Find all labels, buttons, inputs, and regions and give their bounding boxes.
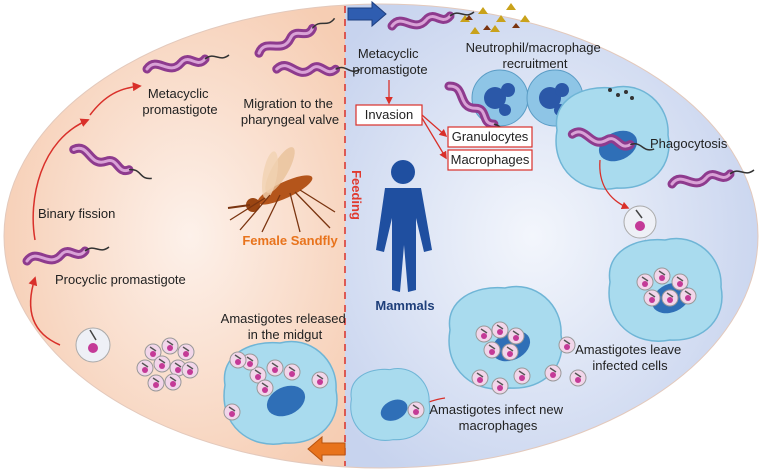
left-metacyclic-label: Metacyclic promastigote	[142, 86, 217, 117]
right-metacyclic-label: Metacyclic promastigote	[352, 46, 427, 77]
binary-fission-label: Binary fission	[38, 206, 115, 221]
phagocytosis-label: Phagocytosis	[650, 136, 728, 151]
phagocytosis-arrow	[599, 159, 630, 210]
cycle-arrow-2	[32, 118, 90, 241]
amastigote-sac-icon-2	[623, 205, 657, 239]
human-icon	[376, 160, 432, 292]
cycle-arrow-3	[89, 82, 142, 116]
female-sandfly-label: Female Sandfly	[242, 233, 338, 248]
granulocytes-label: Granulocytes	[452, 129, 529, 144]
infected-macrophage-icon-2	[608, 237, 723, 342]
amastigotes-leave-label: Amastigotes leave infected cells	[575, 342, 685, 373]
to-granulocytes-arrow	[421, 114, 448, 138]
newly-infected-macrophage-icon	[350, 368, 431, 441]
invasion-label: Invasion	[365, 107, 413, 122]
procyclic-label: Procyclic promastigote	[55, 272, 186, 287]
sandfly-bite-particles	[460, 3, 530, 34]
feeding-label: Feeding	[349, 170, 364, 220]
macrophages-box	[447, 149, 533, 171]
granulocytes-box	[447, 126, 533, 148]
sandfly-icon	[227, 147, 336, 233]
backward-arrow-icon	[307, 435, 346, 463]
mammals-label: Mammals	[375, 298, 434, 313]
infected-macrophage-icon	[223, 340, 338, 445]
macrophages-label: Macrophages	[451, 152, 530, 167]
phagocytosing-macrophage-icon	[555, 85, 670, 190]
migration-label: Migration to the pharyngeal valve	[241, 96, 339, 127]
amastigote-sac-icon	[75, 327, 111, 363]
cycle-arrow-1	[28, 276, 61, 346]
recruitment-label: Neutrophil/macrophage recruitment	[466, 40, 605, 71]
amastigotes-released-label: Amastigotes released in the midgut	[221, 311, 350, 342]
to-macrophages-arrow	[421, 117, 447, 160]
amastigotes-infect-label: Amastigotes infect new macrophages	[429, 402, 566, 433]
forward-arrow-icon	[347, 0, 387, 28]
outer-ellipse	[3, 3, 759, 469]
